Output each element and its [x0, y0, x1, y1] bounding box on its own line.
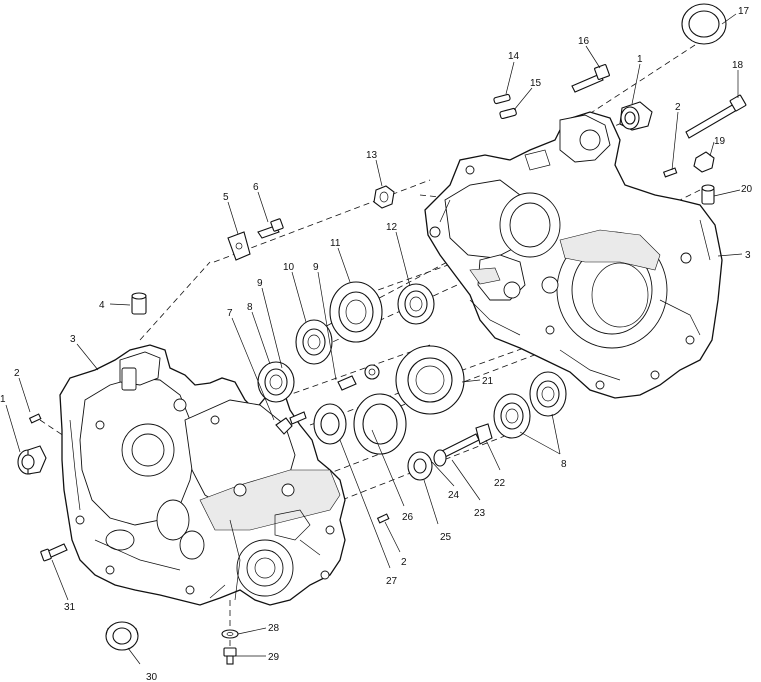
- callout-9-right: 9: [313, 262, 319, 273]
- bearing-8-right-b: [529, 371, 567, 417]
- left-crankcase-half: [59, 344, 346, 606]
- callout-24: 24: [448, 490, 460, 501]
- bracket-5: [227, 231, 251, 261]
- callout-29: 29: [268, 652, 280, 663]
- callout-1-left: 1: [0, 394, 6, 405]
- callout-20: 20: [741, 184, 753, 195]
- leader-lines: [5, 13, 743, 665]
- callout-18: 18: [732, 60, 744, 71]
- callout-10: 10: [283, 262, 295, 273]
- callout-7: 7: [227, 308, 233, 319]
- dowel-pin-right: [662, 167, 678, 178]
- oil-seal-17: [681, 3, 727, 45]
- callout-2-lower: 2: [401, 557, 407, 568]
- callout-27: 27: [386, 576, 398, 587]
- callout-28: 28: [268, 623, 280, 634]
- callout-30: 30: [146, 672, 158, 682]
- dowel-15: [499, 107, 517, 120]
- callout-3-right: 3: [745, 250, 751, 261]
- callout-8-left: 8: [247, 302, 253, 313]
- bolt-6: [257, 218, 284, 239]
- seal-25: [407, 451, 433, 481]
- callout-12: 12: [386, 222, 398, 233]
- callout-1-right: 1: [637, 54, 643, 65]
- callout-5: 5: [223, 192, 229, 203]
- bearing-26: [353, 393, 407, 455]
- bearing-8-right-a: [493, 393, 531, 439]
- bolt-18: [685, 94, 747, 139]
- callout-22: 22: [494, 478, 506, 489]
- callout-8-right: 8: [561, 459, 567, 470]
- callout-2-right: 2: [675, 102, 681, 113]
- callout-31: 31: [64, 602, 76, 613]
- callout-6: 6: [253, 182, 259, 193]
- bolt-22: [439, 423, 493, 459]
- bearing-9-lower: [313, 403, 347, 445]
- callout-17: 17: [738, 6, 750, 17]
- plug-30: [105, 621, 139, 651]
- callout-21: 21: [482, 376, 494, 387]
- callout-3-left: 3: [70, 334, 76, 345]
- bolt-16: [571, 64, 610, 93]
- nut-19: [693, 151, 715, 173]
- retainer-7: [275, 411, 307, 435]
- dowel-pin-lower: [376, 513, 390, 524]
- bearing-12: [397, 283, 435, 325]
- bushing-left: [17, 445, 47, 475]
- callout-19: 19: [714, 136, 726, 147]
- bearing-21: [395, 345, 465, 415]
- callout-23: 23: [474, 508, 486, 519]
- callout-2-left: 2: [14, 368, 20, 379]
- plug-4: [131, 292, 147, 315]
- dowel-14: [493, 93, 511, 105]
- plug-9-upper: [337, 364, 380, 391]
- plug-20: [701, 184, 715, 205]
- bearing-10: [295, 319, 333, 365]
- callout-15: 15: [530, 78, 542, 89]
- dowel-pin-left: [28, 413, 42, 424]
- screw-29: [223, 647, 237, 665]
- nut-13: [373, 185, 395, 209]
- washer-28: [221, 629, 239, 639]
- callout-4: 4: [99, 300, 105, 311]
- bushing-right: [619, 101, 653, 131]
- callout-9-left: 9: [257, 278, 263, 289]
- washer-23: [433, 449, 447, 467]
- callout-26: 26: [402, 512, 414, 523]
- bolt-31: [40, 543, 68, 562]
- callout-25: 25: [440, 532, 452, 543]
- callout-14: 14: [508, 51, 520, 62]
- callout-16: 16: [578, 36, 590, 47]
- callout-11: 11: [330, 238, 341, 249]
- callout-13: 13: [366, 150, 378, 161]
- callout-labels: 1 1 2 2 2 3 3 4 5 6 7 8 8 9 9 10 11 12 1…: [0, 6, 753, 682]
- bearing-11: [329, 281, 383, 343]
- bearing-8-left: [257, 361, 295, 403]
- right-crankcase-half: [424, 111, 723, 399]
